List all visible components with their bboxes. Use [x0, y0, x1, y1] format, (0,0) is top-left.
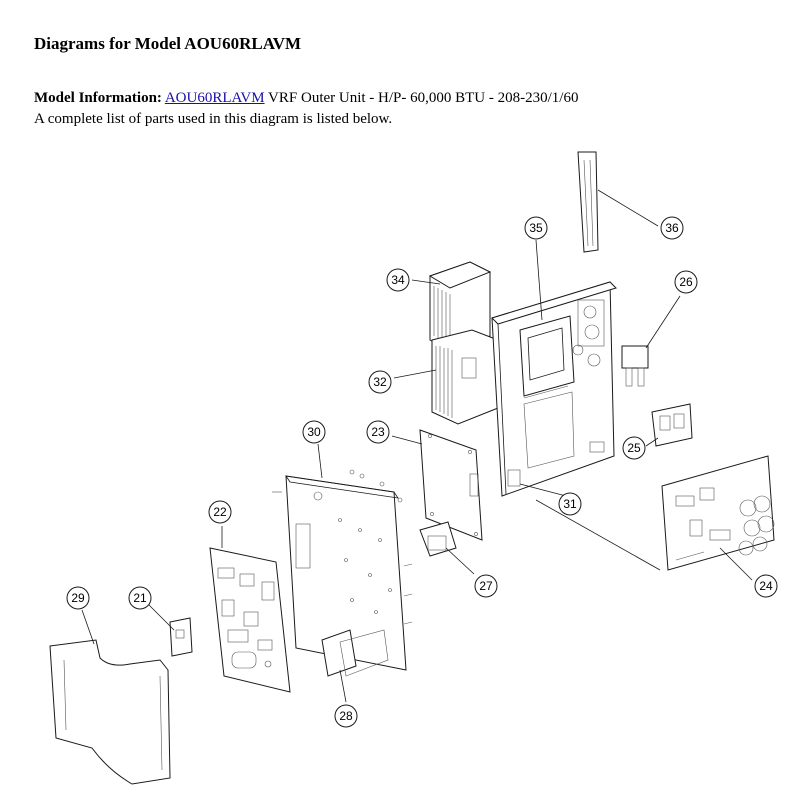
- callout-32[interactable]: 32: [368, 370, 392, 394]
- callout-31[interactable]: 31: [558, 492, 582, 516]
- callout-35-label: 35: [529, 221, 543, 235]
- callout-26[interactable]: 26: [674, 270, 698, 294]
- callout-32-label: 32: [373, 375, 387, 389]
- callout-34-label: 34: [391, 273, 405, 287]
- part-35-display-board[interactable]: [519, 299, 605, 399]
- callout-36-label: 36: [665, 221, 679, 235]
- page-title: Diagrams for Model AOU60RLAVM: [34, 34, 302, 53]
- callout-28-label: 28: [339, 709, 353, 723]
- part-32-fin-block[interactable]: [431, 329, 499, 425]
- callout-21-label: 21: [133, 591, 147, 605]
- part-27-reactor[interactable]: [419, 521, 457, 557]
- model-description: VRF Outer Unit - H/P- 60,000 BTU - 208-2…: [264, 90, 579, 106]
- callout-36[interactable]: 36: [660, 216, 684, 240]
- part-21-sensor-card[interactable]: [169, 617, 193, 657]
- part-34-heatsink[interactable]: [428, 261, 492, 353]
- leader-lines: [81, 189, 753, 703]
- callout-27[interactable]: 27: [474, 574, 498, 598]
- part-36-rod[interactable]: [577, 151, 599, 253]
- model-link[interactable]: AOU60RLAVM: [164, 90, 265, 106]
- callout-29[interactable]: 29: [66, 586, 90, 610]
- callout-29-label: 29: [71, 591, 85, 605]
- callout-30-label: 30: [307, 425, 321, 439]
- callout-34[interactable]: 34: [386, 268, 410, 292]
- parts-list-note: A complete list of parts used in this di…: [34, 111, 393, 127]
- part-23-filter-board[interactable]: [419, 429, 483, 541]
- callout-23-label: 23: [371, 425, 385, 439]
- part-24-power-board[interactable]: [661, 455, 775, 571]
- callout-30[interactable]: 30: [302, 420, 326, 444]
- part-28-bracket[interactable]: [321, 629, 389, 677]
- callout-24[interactable]: 24: [754, 574, 778, 598]
- callout-26-label: 26: [679, 275, 693, 289]
- part-26-relay[interactable]: [621, 345, 649, 387]
- part-29-cover-panel[interactable]: [49, 639, 171, 785]
- part-31-control-box[interactable]: [491, 281, 617, 497]
- callout-22-label: 22: [213, 505, 227, 519]
- part-22-control-board[interactable]: [209, 547, 291, 693]
- model-info-label: Model Information:: [34, 90, 162, 106]
- callout-23[interactable]: 23: [366, 420, 390, 444]
- callout-35[interactable]: 35: [524, 216, 548, 240]
- callout-22[interactable]: 22: [208, 500, 232, 524]
- callout-21[interactable]: 21: [128, 586, 152, 610]
- callout-24-label: 24: [759, 579, 773, 593]
- part-25-terminal-block[interactable]: [651, 403, 693, 447]
- callout-28[interactable]: 28: [334, 704, 358, 728]
- model-information: Model Information: AOU60RLAVM VRF Outer …: [34, 88, 578, 130]
- callout-27-label: 27: [479, 579, 493, 593]
- callout-25-label: 25: [627, 441, 641, 455]
- callout-31-label: 31: [563, 497, 577, 511]
- callout-25[interactable]: 25: [622, 436, 646, 460]
- part-30-mounting-plate[interactable]: [272, 469, 413, 671]
